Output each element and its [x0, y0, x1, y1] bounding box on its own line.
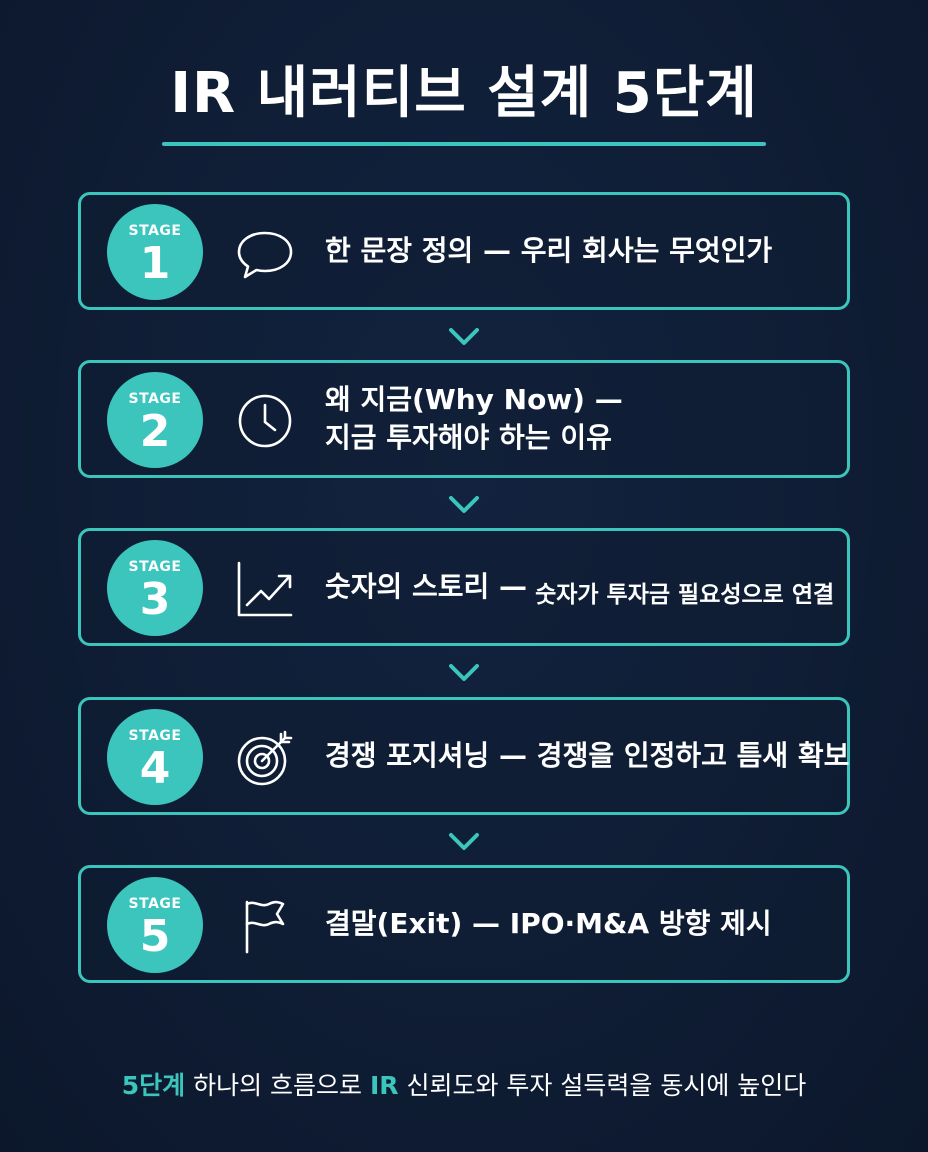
stage-badge-3: STAGE 3 — [107, 540, 203, 636]
speech-bubble-icon — [235, 223, 295, 283]
footer-text: 하나의 흐름으로 — [185, 1071, 370, 1100]
stage-label: STAGE — [128, 728, 182, 744]
stage-text-line-2: 지금 투자해야 하는 이유 — [325, 421, 612, 454]
stage-label: STAGE — [128, 391, 182, 407]
stage-label: STAGE — [128, 896, 182, 912]
stage-text-2: 왜 지금(Why Now) — 지금 투자해야 하는 이유 — [325, 363, 845, 475]
stage-card-3: STAGE 3 숫자의 스토리 — 숫자가 투자금 필요성으로 연결 — [78, 528, 850, 646]
stage-card-5: STAGE 5 결말(Exit) — IPO·M&A 방향 제시 — [78, 865, 850, 983]
stage-text-1: 한 문장 정의 — 우리 회사는 무엇인가 — [325, 234, 773, 267]
title-underline — [162, 142, 766, 146]
stage-card-4: STAGE 4 경쟁 포지셔닝 — 경쟁을 인정하고 틈새 확보 — [78, 697, 850, 815]
target-icon — [235, 728, 295, 788]
stage-text-3: 숫자의 스토리 — 숫자가 투자금 필요성으로 연결 — [325, 531, 845, 643]
stage-badge-2: STAGE 2 — [107, 372, 203, 468]
stage-label: STAGE — [128, 559, 182, 575]
footer-accent-ir: IR — [369, 1071, 399, 1100]
stage-text-line-1: 왜 지금(Why Now) — — [325, 383, 623, 416]
trend-chart-icon — [235, 559, 295, 619]
footer-text-end: 신뢰도와 투자 설득력을 동시에 높인다 — [398, 1071, 807, 1100]
chevron-down-icon — [446, 662, 482, 684]
stage-number: 3 — [139, 574, 171, 625]
stage-text-detail: 숫자가 투자금 필요성으로 연결 — [535, 582, 835, 608]
stage-badge-5: STAGE 5 — [107, 877, 203, 973]
clock-icon — [235, 391, 295, 451]
stage-badge-4: STAGE 4 — [107, 709, 203, 805]
chevron-down-icon — [446, 326, 482, 348]
stage-number: 4 — [139, 743, 171, 794]
stage-number: 1 — [139, 238, 171, 289]
footer-summary: 5단계 하나의 흐름으로 IR 신뢰도와 투자 설득력을 동시에 높인다 — [0, 1066, 928, 1106]
stage-label: STAGE — [128, 223, 182, 239]
stage-text-main: 숫자의 스토리 — — [325, 570, 528, 603]
stage-number: 5 — [139, 911, 171, 962]
chevron-down-icon — [446, 494, 482, 516]
chevron-down-icon — [446, 831, 482, 853]
stage-badge-1: STAGE 1 — [107, 204, 203, 300]
stage-card-2: STAGE 2 왜 지금(Why Now) — 지금 투자해야 하는 이유 — [78, 360, 850, 478]
flag-icon — [235, 896, 295, 956]
stage-number: 2 — [139, 406, 171, 457]
stage-card-1: STAGE 1 한 문장 정의 — 우리 회사는 무엇인가 — [78, 192, 850, 310]
stage-text-5: 결말(Exit) — IPO·M&A 방향 제시 — [325, 907, 772, 940]
footer-accent: 5단계 — [121, 1071, 186, 1100]
stage-text-4: 경쟁 포지셔닝 — 경쟁을 인정하고 틈새 확보 — [325, 739, 850, 772]
page-title: IR 내러티브 설계 5단계 — [170, 61, 758, 126]
